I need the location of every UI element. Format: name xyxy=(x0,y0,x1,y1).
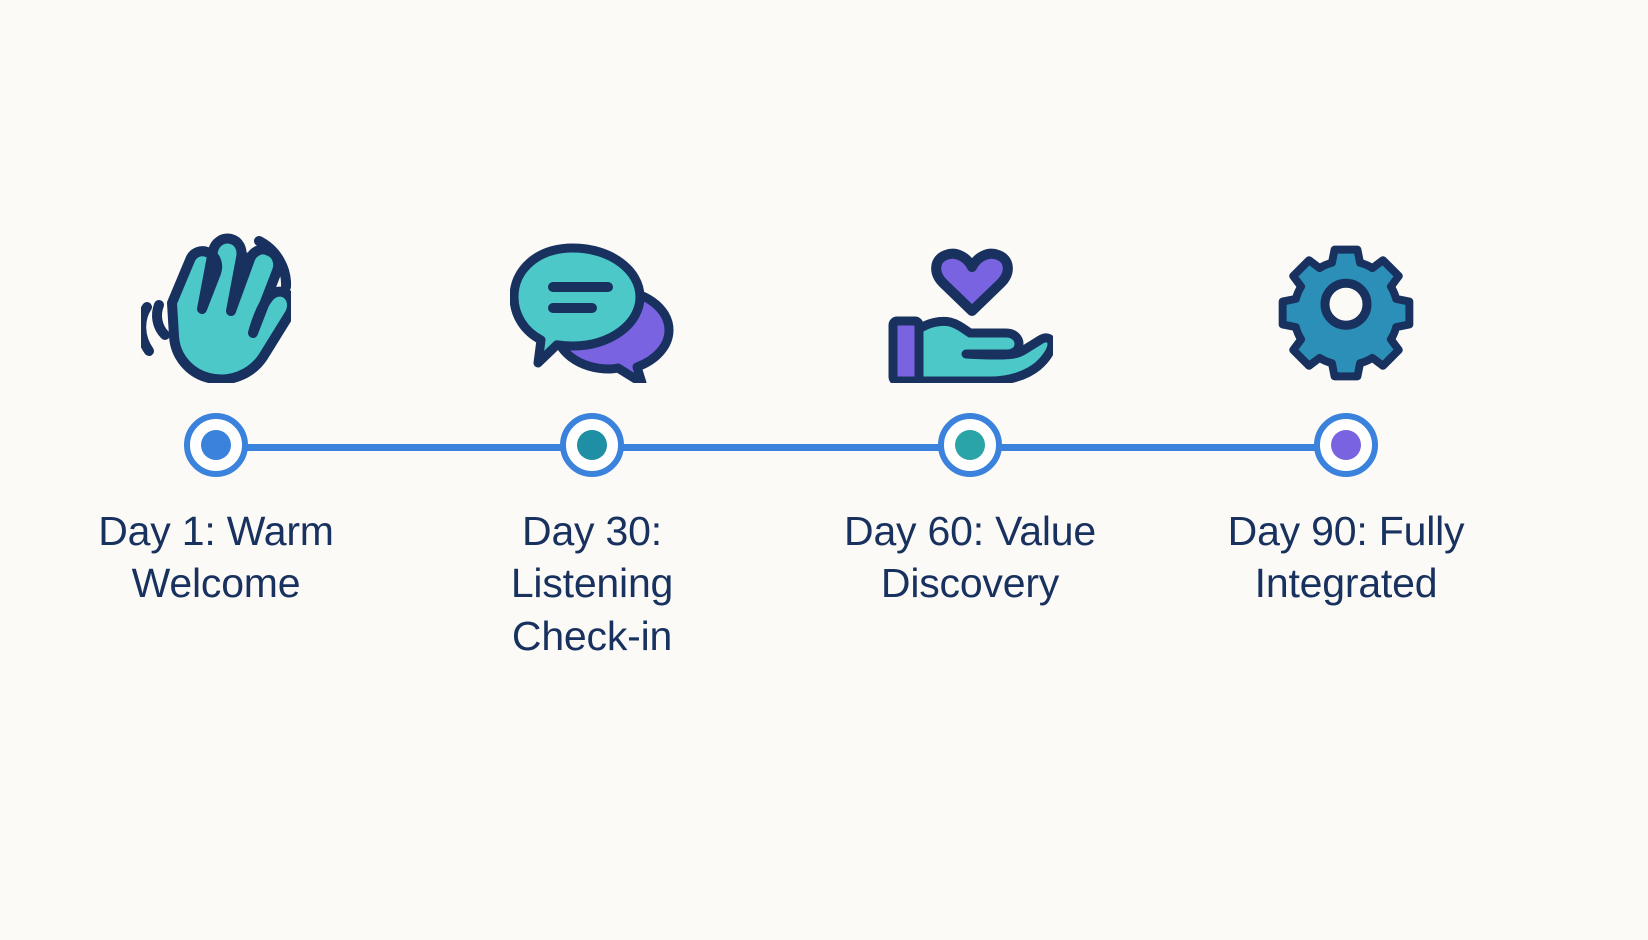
milestone-label-day-30: Day 30: Listening Check-in xyxy=(510,508,674,659)
milestone-day-30[interactable]: Day 30: Listening Check-in xyxy=(432,0,752,940)
timeline-rail-segment-3 xyxy=(970,444,1346,451)
heart-in-hand-icon xyxy=(810,218,1130,383)
timeline-node-core xyxy=(577,430,607,460)
milestone-day-90[interactable]: Day 90: Fully Integrated xyxy=(1186,0,1506,940)
timeline-rail-segment-2 xyxy=(592,444,970,451)
timeline-node-day-90[interactable] xyxy=(1314,413,1378,477)
timeline-node-day-1[interactable] xyxy=(184,413,248,477)
speech-bubbles-icon xyxy=(432,218,752,383)
timeline-node-core xyxy=(201,430,231,460)
timeline-node-core xyxy=(955,430,985,460)
timeline-node-core xyxy=(1331,430,1361,460)
milestone-label-day-1: Day 1: Warm Welcome xyxy=(98,508,334,607)
gear-icon xyxy=(1186,218,1506,383)
timeline-rail-segment-1 xyxy=(216,444,592,451)
waving-hand-icon xyxy=(56,218,376,383)
timeline-node-day-60[interactable] xyxy=(938,413,1002,477)
milestone-label-day-60: Day 60: Value Discovery xyxy=(844,508,1096,607)
milestone-day-60[interactable]: Day 60: Value Discovery xyxy=(810,0,1130,940)
milestone-label-day-90: Day 90: Fully Integrated xyxy=(1227,508,1465,607)
timeline-node-day-30[interactable] xyxy=(560,413,624,477)
milestone-day-1[interactable]: Day 1: Warm Welcome xyxy=(56,0,376,940)
